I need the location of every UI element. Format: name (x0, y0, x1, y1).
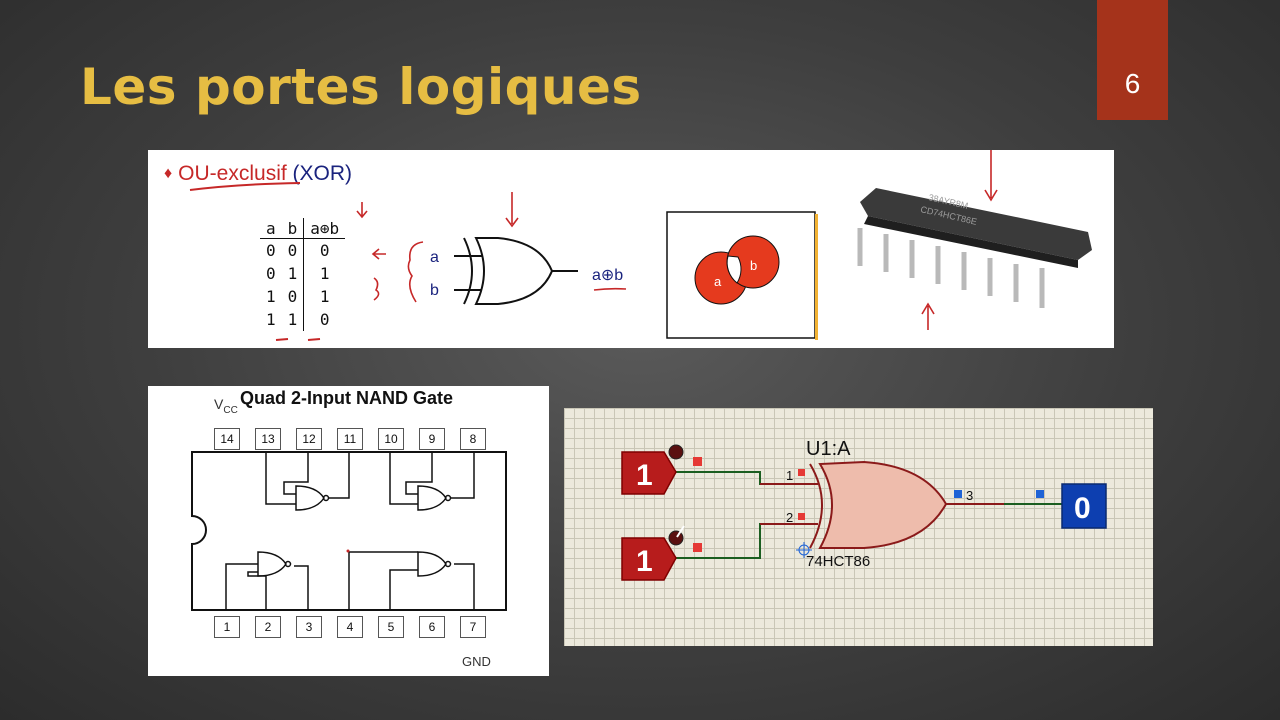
header-output: a⊕b (303, 218, 346, 239)
pin-10: 10 (378, 428, 404, 450)
pin2-label: 2 (786, 510, 793, 525)
pin-3: 3 (296, 616, 322, 638)
xor-heading-type: (XOR) (292, 162, 353, 185)
nand-chip-panel: Quad 2-Input NAND Gate VCC 14 13 12 11 1… (148, 386, 549, 676)
gate-reference-label: U1:A (806, 438, 851, 460)
pin-6: 6 (419, 616, 445, 638)
gate-part-label: 74HCT86 (806, 553, 870, 570)
output-value: 0 (1074, 492, 1091, 525)
xor-panel: ♦ OU-exclusif (XOR) (148, 150, 1114, 348)
header-a: a (260, 218, 282, 239)
slide-title: Les portes logiques (80, 58, 642, 116)
header-b: b (281, 218, 304, 239)
input-1-value: 1 (636, 459, 653, 492)
pin1-label: 1 (786, 468, 793, 483)
nand-chip-title: Quad 2-Input NAND Gate (240, 388, 454, 408)
input-2-value: 1 (636, 545, 653, 578)
pin-14: 14 (214, 428, 240, 450)
simulation-panel: 1 1 1 2 3 U1:A 74HCT86 0 (564, 408, 1153, 646)
vcc-label: VCC (214, 396, 238, 416)
simulation-schematic: 1 1 1 2 3 U1:A 74HCT86 0 (621, 438, 1107, 581)
nand-chip-diagram (191, 451, 507, 611)
slide-number: 6 (1124, 68, 1141, 99)
logic-probe-output[interactable]: 0 (1061, 483, 1107, 529)
pin-9: 9 (419, 428, 445, 450)
pin-2: 2 (255, 616, 281, 638)
slide-number-badge: 6 (1097, 0, 1168, 120)
pin-7: 7 (460, 616, 486, 638)
xor-gate-symbol[interactable] (809, 460, 948, 549)
logic-state-input-2[interactable]: 1 (621, 525, 702, 581)
xor-heading: ♦ OU-exclusif (XOR) (164, 162, 352, 186)
pin3-label: 3 (966, 488, 973, 503)
ic-chip-photo (857, 188, 1092, 308)
xor-annotations (189, 150, 1092, 341)
pin-12: 12 (296, 428, 322, 450)
logic-state-input-1[interactable]: 1 (621, 444, 702, 495)
pin-5: 5 (378, 616, 404, 638)
xor-heading-name: OU-exclusif (178, 162, 287, 185)
diamond-bullet-icon: ♦ (164, 165, 173, 182)
pin-11: 11 (337, 428, 363, 450)
pin-13: 13 (255, 428, 281, 450)
pin-8: 8 (460, 428, 486, 450)
gnd-label: GND (462, 654, 491, 669)
pin-1: 1 (214, 616, 240, 638)
pin-4: 4 (337, 616, 363, 638)
